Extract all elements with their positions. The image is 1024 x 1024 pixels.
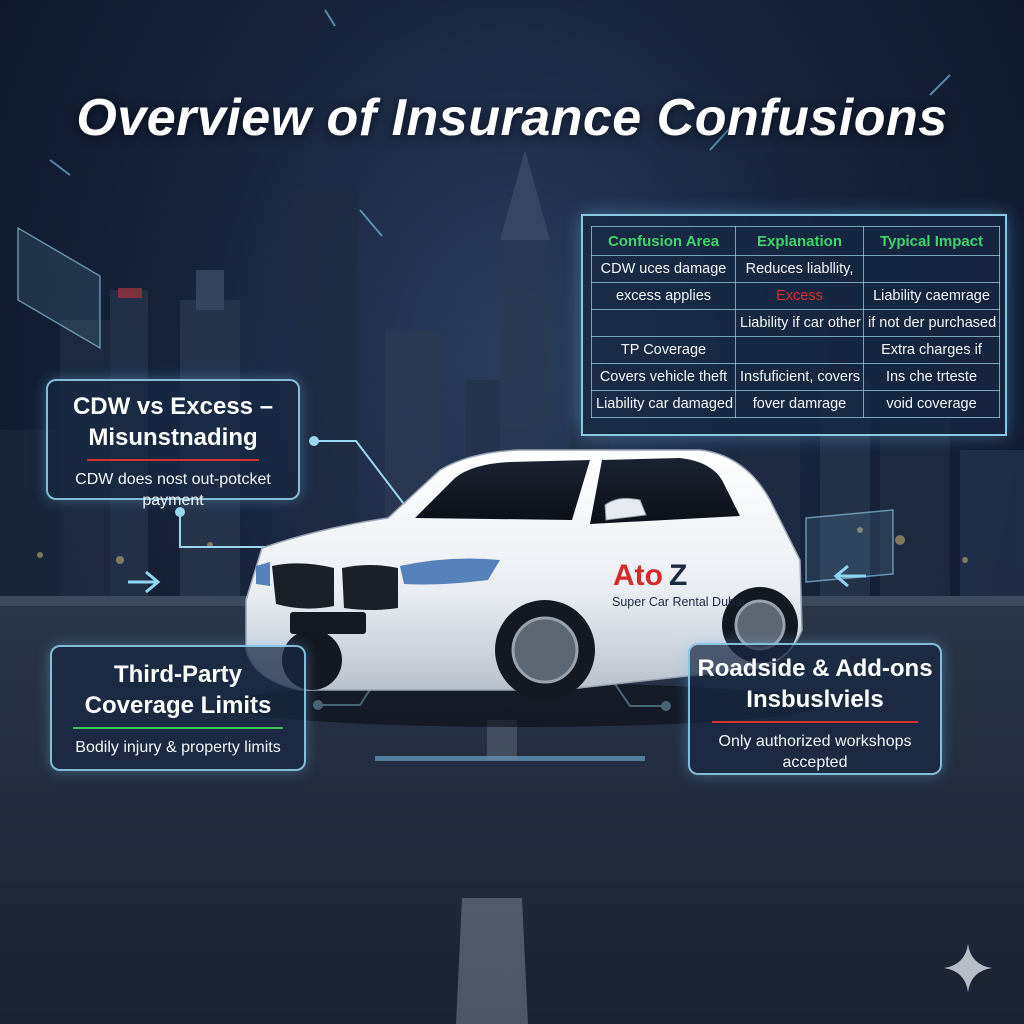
table-row: excess applies Excess Liability caemrage bbox=[591, 282, 1000, 310]
third-party-coverage-panel: Third-Party Coverage Limits Bodily injur… bbox=[50, 645, 306, 771]
table-row: Liability car damaged fover damrage void… bbox=[591, 390, 1000, 418]
rs-panel-heading-line1: Roadside & Add-ons bbox=[697, 655, 933, 682]
rental-suv-car: Ato Z Super Car Rental Dubai bbox=[220, 449, 820, 727]
table-cell: Ins che trteste bbox=[863, 363, 1000, 391]
table-header-cell: Typical Impact bbox=[863, 226, 1000, 256]
tp-panel-heading-line2: Coverage Limits bbox=[84, 692, 272, 719]
cdw-panel-heading-line2: Misunstnading bbox=[88, 424, 258, 451]
table-header-row: Confusion Area Explanation Typical Impac… bbox=[591, 226, 1000, 256]
table-cell bbox=[591, 309, 736, 337]
insurance-confusion-table-panel: Confusion Area Explanation Typical Impac… bbox=[581, 214, 1007, 436]
chevron-left-icon bbox=[833, 564, 866, 588]
table-cell: fover damrage bbox=[735, 390, 864, 418]
table-cell: void coverage bbox=[863, 390, 1000, 418]
page-title: Overview of Insurance Confusions bbox=[76, 89, 948, 147]
tp-panel-underline bbox=[73, 727, 283, 729]
insurance-confusion-table: Confusion Area Explanation Typical Impac… bbox=[591, 226, 1000, 418]
cdw-vs-excess-panel: CDW vs Excess – Misunstnading CDW does n… bbox=[46, 379, 300, 509]
table-cell: Covers vehicle theft bbox=[591, 363, 736, 391]
rs-panel-text-line2: accepted bbox=[782, 754, 848, 771]
hologram-card-right bbox=[805, 509, 894, 583]
table-row: TP Coverage Extra charges if bbox=[591, 336, 1000, 364]
tp-panel-heading-line1: Third-Party bbox=[113, 661, 242, 688]
table-row: Covers vehicle theft Insfuficient, cover… bbox=[591, 363, 1000, 391]
table-cell-highlight: Excess bbox=[735, 282, 864, 310]
roadside-addons-panel: Roadside & Add-ons Insbuslviels Only aut… bbox=[688, 643, 942, 775]
table-cell bbox=[735, 336, 864, 364]
table-cell: excess applies bbox=[591, 282, 736, 310]
table-row: CDW uces damage Reduces liabllity, bbox=[591, 255, 1000, 283]
table-cell: Insfuficient, covers bbox=[735, 363, 864, 391]
table-header-cell: Confusion Area bbox=[591, 226, 736, 256]
sparkle-icon bbox=[944, 944, 992, 992]
tp-panel-text: Bodily injury & property limits bbox=[75, 739, 281, 756]
cdw-panel-underline bbox=[87, 459, 259, 461]
table-cell: Liability car damaged bbox=[591, 390, 736, 418]
cdw-panel-heading-line1: CDW vs Excess – bbox=[72, 393, 274, 420]
table-header-cell: Explanation bbox=[735, 226, 864, 256]
table-cell: Extra charges if bbox=[863, 336, 1000, 364]
table-cell: Liability caemrage bbox=[863, 282, 1000, 310]
table-cell: if not der purchased bbox=[863, 309, 1000, 337]
table-row: Liability if car other if not der purcha… bbox=[591, 309, 1000, 337]
cdw-panel-text: CDW does nost out-potcket payment bbox=[75, 471, 271, 509]
hologram-card-left bbox=[17, 226, 101, 350]
table-cell: Liability if car other bbox=[735, 309, 864, 337]
table-cell: TP Coverage bbox=[591, 336, 736, 364]
car-brand-text-b: Z bbox=[669, 559, 687, 592]
table-cell: Reduces liabllity, bbox=[735, 255, 864, 283]
rs-panel-text-line1: Only authorized workshops bbox=[718, 733, 912, 750]
car-brand-subtitle: Super Car Rental Dubai bbox=[612, 595, 745, 609]
rs-panel-underline bbox=[712, 721, 918, 723]
table-cell bbox=[863, 255, 1000, 283]
car-brand-text-a: Ato bbox=[613, 559, 663, 592]
rs-panel-heading-line2: Insbuslviels bbox=[746, 686, 884, 713]
table-cell: CDW uces damage bbox=[591, 255, 736, 283]
chevron-right-icon bbox=[128, 570, 161, 594]
